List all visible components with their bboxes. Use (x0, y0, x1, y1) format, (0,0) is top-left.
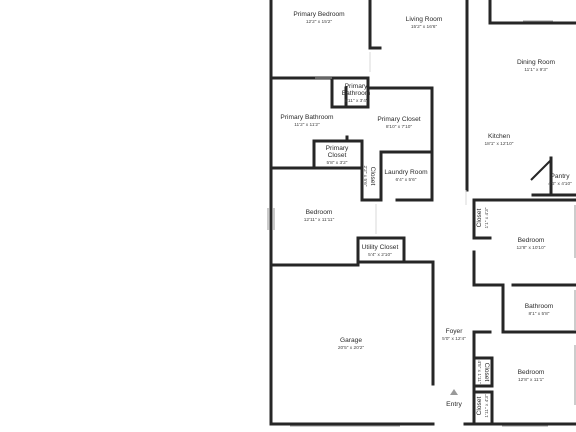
room-garage: Garage 20'5" x 20'2" (338, 337, 365, 351)
room-name: Bathroom (525, 303, 554, 310)
room-dims: 2'2" x 5'6" (362, 166, 368, 187)
room-laundry-room: Laundry Room 6'4" x 5'6" (384, 169, 428, 183)
room-primary-bathroom-small: Primary Bathroom 5'11" x 3'4" (342, 83, 371, 104)
room-dims: 5'4" x 2'10" (368, 252, 392, 258)
room-name: Primary Closet (377, 116, 420, 123)
room-closet-east-lower: Closet 4'5" x 1'11" (476, 360, 490, 384)
room-name: Pantry (550, 173, 570, 180)
room-utility-closet: Utility Closet 5'4" x 2'10" (362, 244, 399, 258)
room-dims: 4'6" x 4'10" (548, 181, 572, 187)
room-name-line2: Bathroom (342, 90, 371, 97)
room-name: Utility Closet (362, 244, 399, 251)
entry-label: Entry (446, 401, 462, 408)
room-bedroom-west: Bedroom 12'11" x 11'11" (304, 209, 335, 223)
room-living-room: Living Room 15'2" x 16'6" (406, 16, 443, 30)
entry-marker: Entry (446, 389, 463, 408)
room-primary-closet-small: Primary Closet 5'8" x 3'2" (326, 145, 349, 166)
room-dims: 5'0" x 12'4" (442, 336, 466, 342)
room-pantry: Pantry 4'6" x 4'10" (548, 173, 572, 187)
room-dims: 4'5" x 1'11" (476, 360, 482, 384)
room-bedroom-east-upper: Bedroom 12'8" x 10'10" (517, 237, 546, 251)
room-primary-closet-large: Primary Closet 8'10" x 7'10" (377, 116, 420, 130)
room-name: Closet (476, 208, 483, 227)
room-name: Living Room (406, 16, 443, 23)
room-dining-room: Dining Room 11'1" x 9'3" (517, 59, 556, 73)
room-dims: 11'1" x 9'3" (524, 67, 548, 73)
room-primary-bedroom: Primary Bedroom 12'2" x 15'2" (293, 11, 345, 25)
room-dims: 5'8" x 3'2" (327, 160, 348, 166)
room-name: Primary Bathroom (280, 114, 334, 121)
walls (269, 0, 576, 426)
room-dims: 1'11" x 4'3" (484, 394, 490, 418)
room-name: Garage (340, 337, 362, 344)
room-name: Dining Room (517, 59, 556, 66)
room-name: Closet (483, 363, 490, 382)
room-kitchen: Kitchen 18'1" x 12'10" (485, 133, 514, 147)
room-name: Laundry Room (384, 169, 428, 176)
room-name-line1: Primary (326, 145, 349, 152)
room-name: Bedroom (518, 237, 545, 244)
room-name-line1: Primary (345, 83, 368, 90)
room-closet-vertical: Closet 2'2" x 5'6" (362, 166, 376, 187)
room-dims: 5'11" x 3'4" (344, 98, 368, 104)
room-foyer: Foyer 5'0" x 12'4" (442, 328, 466, 342)
room-dims: 12'11" x 11'11" (304, 217, 335, 223)
room-dims: 15'2" x 16'6" (411, 24, 438, 30)
room-name: Bedroom (518, 369, 545, 376)
room-name: Closet (476, 396, 483, 415)
room-bathroom: Bathroom 8'1" x 5'8" (525, 303, 554, 317)
room-closet-east-bottom: Closet 1'11" x 4'3" (476, 394, 490, 418)
room-name-line2: Closet (328, 152, 347, 159)
room-closet-east-upper: Closet 1'1" x 4'3" (476, 207, 490, 228)
room-name: Kitchen (488, 133, 510, 140)
room-name: Foyer (446, 328, 464, 335)
room-dims: 20'5" x 20'2" (338, 345, 365, 351)
room-dims: 12'8" x 10'10" (517, 245, 546, 251)
room-bedroom-east-lower: Bedroom 12'8" x 11'1" (518, 369, 545, 383)
room-name: Bedroom (306, 209, 333, 216)
room-primary-bathroom: Primary Bathroom 11'2" x 11'2" (280, 114, 334, 128)
room-dims: 12'8" x 11'1" (518, 377, 544, 383)
room-dims: 12'2" x 15'2" (306, 19, 333, 25)
room-name: Closet (369, 167, 376, 186)
room-dims: 8'1" x 5'8" (529, 311, 550, 317)
windows (267, 20, 576, 427)
door-openings (315, 52, 467, 234)
room-name: Primary Bedroom (293, 11, 345, 18)
room-dims: 18'1" x 12'10" (485, 141, 514, 147)
room-dims: 8'10" x 7'10" (386, 124, 413, 130)
room-dims: 11'2" x 11'2" (294, 122, 320, 128)
room-dims: 1'1" x 4'3" (484, 207, 490, 228)
room-dims: 6'4" x 5'6" (396, 177, 417, 183)
